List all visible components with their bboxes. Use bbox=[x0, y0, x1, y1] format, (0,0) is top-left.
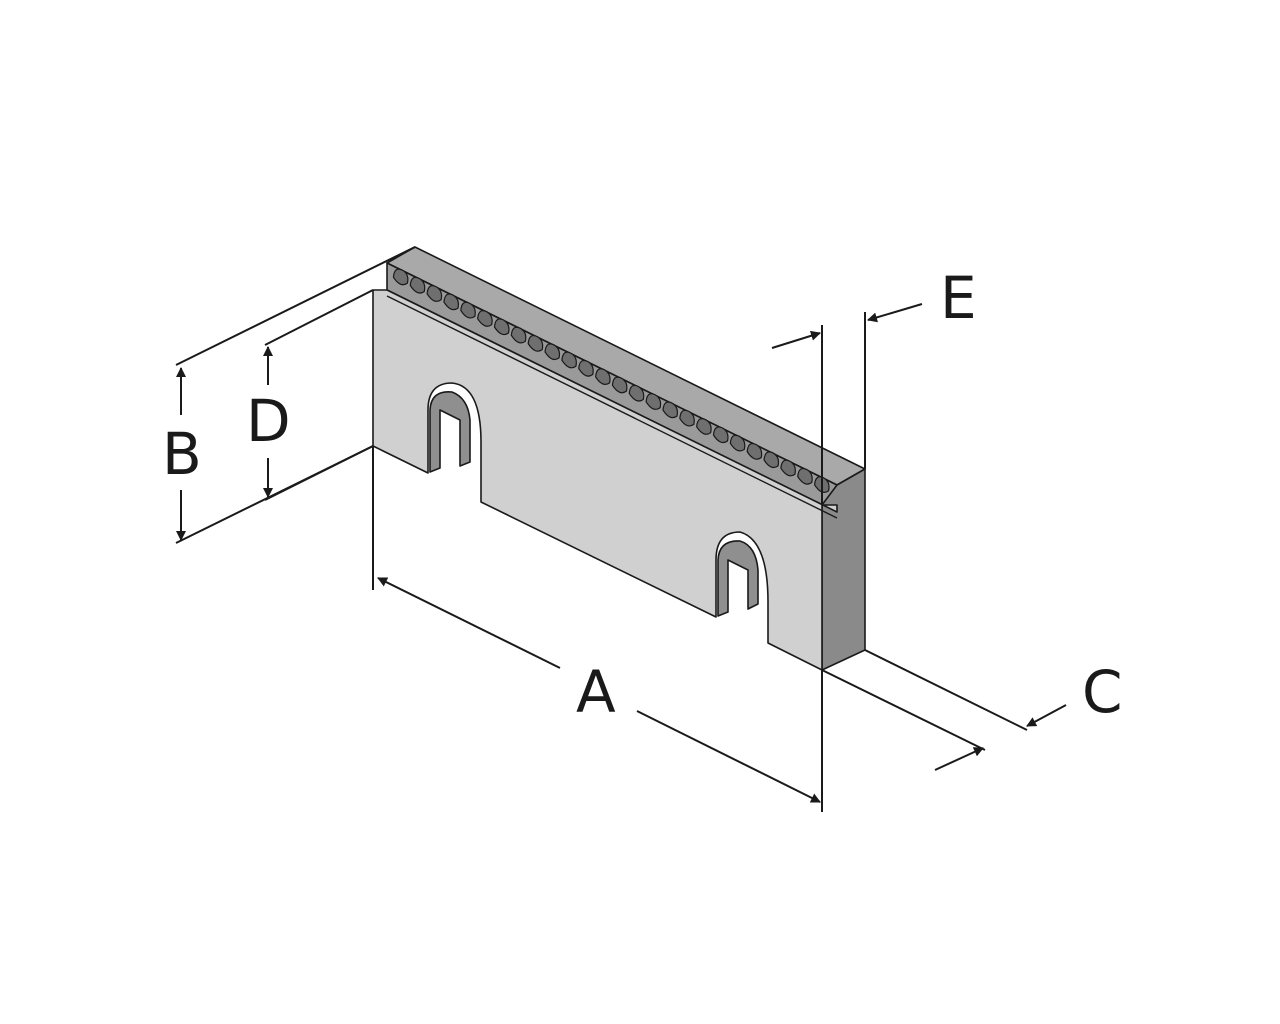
serration-tooth bbox=[797, 467, 813, 485]
dimension-a-line-left bbox=[377, 577, 561, 669]
serration-tooth bbox=[746, 442, 763, 460]
serration-tooth bbox=[696, 418, 712, 435]
serration-tooth bbox=[645, 393, 662, 410]
serration-tooth bbox=[578, 359, 594, 377]
dimension-e-line-right bbox=[867, 303, 923, 323]
serration-tooth bbox=[477, 310, 493, 327]
left-recess bbox=[429, 391, 471, 473]
label-c: C bbox=[1082, 658, 1123, 726]
serration-tooth bbox=[594, 368, 611, 385]
dimension-e-line-left bbox=[771, 330, 821, 349]
side-face bbox=[821, 468, 866, 671]
label-d: D bbox=[246, 387, 291, 455]
serration-tooth bbox=[712, 426, 729, 444]
serration-tooth bbox=[460, 301, 476, 319]
serration-tooth bbox=[443, 293, 459, 311]
dimension-a-line-right bbox=[636, 710, 821, 803]
jaw-body bbox=[372, 246, 866, 671]
label-a: A bbox=[576, 658, 616, 726]
label-b: B bbox=[162, 420, 202, 488]
label-e: E bbox=[940, 264, 977, 332]
serration-tooth bbox=[493, 318, 510, 336]
serration-tooth bbox=[628, 384, 645, 402]
ledge-line bbox=[386, 295, 838, 519]
serration-tooth bbox=[527, 334, 544, 352]
dimension-lines bbox=[175, 246, 1067, 812]
serration-tooth bbox=[679, 409, 695, 427]
serration-tooth bbox=[662, 401, 678, 419]
dimension-labels: A B C D E bbox=[162, 264, 1123, 726]
serration-tooth bbox=[510, 326, 527, 344]
serration-tooth bbox=[544, 343, 561, 361]
right-recess bbox=[717, 540, 759, 617]
serration-tooth bbox=[729, 434, 746, 452]
dimension-c-line-right bbox=[1026, 704, 1067, 727]
serration-tooth bbox=[780, 459, 796, 477]
serration-tooth bbox=[409, 276, 426, 294]
serration-tooth bbox=[426, 285, 443, 302]
serration-tooth bbox=[611, 376, 628, 394]
serration-tooth bbox=[392, 268, 409, 286]
front-face bbox=[372, 289, 838, 671]
dimension-c-line-left bbox=[934, 747, 984, 771]
serration-tooth bbox=[763, 451, 780, 469]
serration-teeth bbox=[392, 268, 830, 493]
serration-tooth bbox=[561, 351, 577, 369]
